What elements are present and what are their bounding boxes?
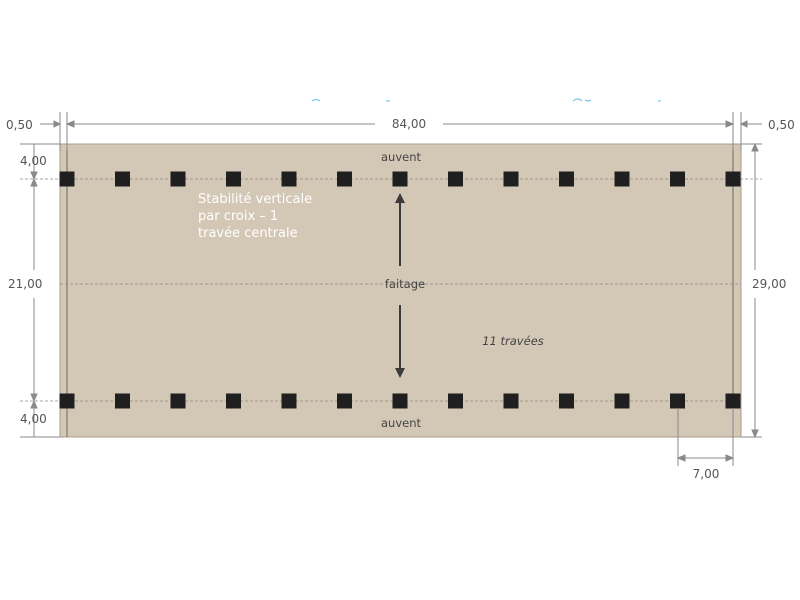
- dimension-bay: [676, 408, 735, 466]
- column-bottom: [170, 393, 186, 409]
- dimension-top: [40, 112, 762, 151]
- dimension-total-width: 29,00: [752, 277, 786, 291]
- column-bottom: [559, 393, 574, 409]
- label-ridge: faitage: [385, 277, 425, 291]
- double-arrow-icon: [395, 193, 405, 378]
- column-bottom: [614, 393, 630, 409]
- dimension-left: [20, 143, 60, 438]
- cropped-heading-fragments: [311, 98, 661, 102]
- dimension-bay-width: 7,00: [693, 467, 720, 481]
- column-top: [392, 171, 408, 187]
- column-bottom: [337, 393, 352, 409]
- column-top: [226, 171, 241, 187]
- column-bottom: [725, 393, 741, 409]
- column-top: [614, 171, 630, 187]
- column-top: [725, 171, 741, 187]
- column-bottom: [392, 393, 408, 409]
- building-slab: [59, 143, 742, 438]
- dimension-overhang-right: 0,50: [768, 118, 795, 132]
- bracing-note: Stabilité verticale par croix – 1 travée…: [198, 192, 312, 241]
- column-top: [559, 171, 574, 187]
- dimension-eave-bottom: 4,00: [20, 412, 47, 426]
- column-top: [281, 171, 297, 187]
- column-bottom: [503, 393, 519, 409]
- bracing-note-line-2: par croix – 1: [198, 209, 278, 224]
- column-top: [170, 171, 186, 187]
- column-row-top: [59, 171, 741, 187]
- column-bottom: [281, 393, 297, 409]
- column-top: [115, 171, 130, 187]
- column-bottom: [115, 393, 130, 409]
- column-bottom: [226, 393, 241, 409]
- column-top: [59, 171, 75, 187]
- column-top: [503, 171, 519, 187]
- column-top: [337, 171, 352, 187]
- dimension-eave-top: 4,00: [20, 154, 47, 168]
- dimension-inner-span: 21,00: [8, 277, 42, 291]
- label-bays-count: 11 travées: [482, 334, 544, 348]
- dimension-total-length: 84,00: [392, 117, 426, 131]
- column-row-bottom: [59, 393, 741, 409]
- column-bottom: [670, 393, 685, 409]
- bracing-note-line-3: travée centrale: [198, 226, 298, 241]
- dimension-overhang-left: 0,50: [6, 118, 33, 132]
- column-top: [670, 171, 685, 187]
- dimension-right: [741, 142, 762, 439]
- bracing-note-line-1: Stabilité verticale: [198, 192, 312, 207]
- label-eave-bottom: auvent: [381, 416, 422, 430]
- column-bottom: [59, 393, 75, 409]
- label-eave-top: auvent: [381, 150, 422, 164]
- column-bottom: [448, 393, 463, 409]
- column-top: [448, 171, 463, 187]
